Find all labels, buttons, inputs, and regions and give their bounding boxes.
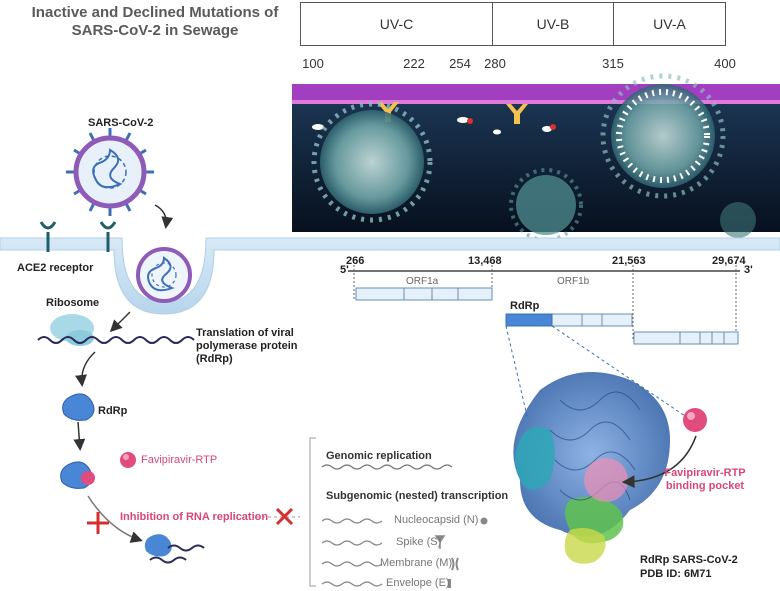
genomic-replication-label: Genomic replication — [326, 450, 432, 462]
uv-tick: 254 — [449, 56, 471, 71]
inhibition-cross-icon — [87, 512, 109, 534]
rdrp-product-icon — [144, 534, 205, 564]
uv-tick: 100 — [302, 56, 324, 71]
nucleocapsid-icon — [480, 517, 488, 525]
genome-pos-21563: 21,563 — [612, 255, 646, 267]
binding-pocket-label: Favipiravir-RTP binding pocket — [664, 467, 746, 492]
rdrp-drug-complex-icon — [60, 461, 95, 489]
ace2-receptor-icon — [39, 221, 117, 252]
virus-icon — [66, 128, 154, 216]
subgenomic-label: Subgenomic (nested) transcription — [326, 490, 509, 502]
orf1a-label: ORF1a — [406, 276, 439, 287]
membrane-icon — [451, 557, 459, 571]
genome-pos-266: 266 — [346, 255, 365, 267]
uv-c-band: UV-C — [300, 2, 493, 46]
rdrp-gene-label: RdRp — [510, 300, 540, 312]
uv-c-label: UV-C — [379, 16, 414, 32]
uv-a-label: UV-A — [653, 16, 686, 32]
uv-tick: 315 — [602, 56, 624, 71]
ace2-label: ACE2 receptor — [17, 262, 94, 274]
translation-label: Translation of viral polymerase protein … — [196, 327, 298, 365]
genome-pos-13468: 13,468 — [468, 255, 502, 267]
favipiravir-icon — [120, 452, 136, 468]
pdb-label: PDB ID: 6M71 — [640, 568, 712, 580]
genome-pos-29674: 29,674 — [712, 255, 746, 267]
uv-tick: 280 — [484, 56, 506, 71]
uv-a-band: UV-A — [613, 2, 726, 46]
uv-b-label: UV-B — [536, 16, 570, 32]
envelope-icon — [448, 579, 451, 588]
uv-tick: 400 — [714, 56, 736, 71]
ribosome-label: Ribosome — [46, 297, 100, 309]
endocytosed-virus-icon — [136, 247, 192, 303]
virus-label: SARS-CoV-2 — [88, 117, 154, 129]
spike-icon — [434, 535, 446, 549]
uv-b-band: UV-B — [492, 2, 614, 46]
orf1b-label: ORF1b — [557, 276, 590, 287]
nucleocapsid-label: Nucleocapsid (N) — [394, 514, 479, 526]
block-x-icon — [275, 507, 294, 526]
rdrp-label: RdRp — [98, 405, 128, 417]
ribosome-icon — [50, 314, 94, 346]
membrane-label: Membrane (M) — [380, 557, 453, 569]
envelope-label: Envelope (E) — [386, 577, 450, 589]
cell-membrane — [0, 237, 780, 315]
uv-tick: 222 — [403, 56, 425, 71]
spike-label: Spike (S) — [396, 536, 442, 548]
three-prime-label: 3' — [744, 264, 753, 276]
inhibition-label: Inhibition of RNA replication — [120, 511, 269, 523]
favipiravir-ball-icon — [683, 408, 707, 432]
rdrp-protein-icon — [62, 393, 95, 421]
structure-name-label: RdRp SARS-CoV-2 — [640, 554, 738, 566]
uv-exposure-scene — [292, 73, 780, 242]
five-prime-label: 5' — [340, 264, 349, 276]
favipiravir-label: Favipiravir-RTP — [141, 454, 218, 466]
rdrp-structure-icon — [513, 372, 670, 564]
page-title: Inactive and Declined Mutations of SARS-… — [31, 4, 279, 39]
genome-map — [348, 265, 740, 421]
viral-rna — [37, 336, 195, 344]
